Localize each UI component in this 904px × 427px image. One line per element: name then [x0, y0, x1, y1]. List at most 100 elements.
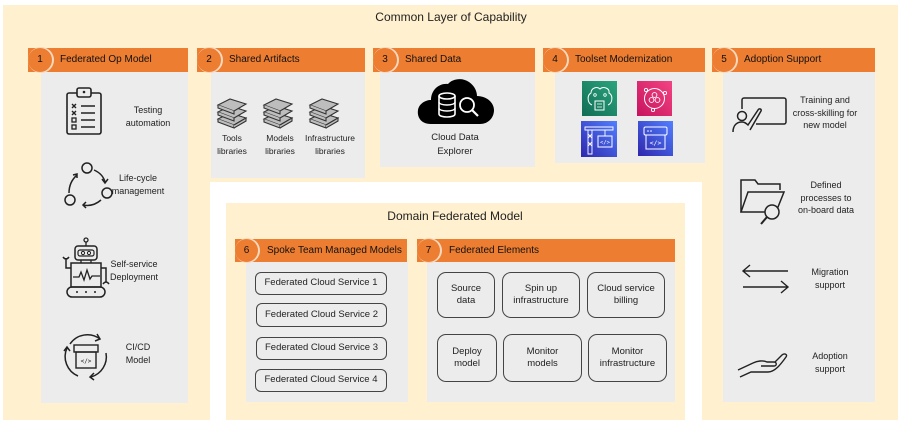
panel-title: Shared Artifacts	[229, 54, 300, 65]
panel-header-adoption-support: 5 Adoption Support	[712, 48, 875, 72]
federated-cloud-service-3: Federated Cloud Service 3	[256, 337, 387, 360]
label-line: Cloud Data	[431, 132, 479, 143]
label-line: libraries	[315, 145, 345, 156]
books-stack-icon	[308, 98, 340, 129]
label-line: Life-cycle	[118, 173, 157, 183]
label-line: libraries	[217, 145, 247, 156]
element-monitor-infrastructure: Monitor infrastructure	[588, 334, 667, 382]
label-line: Self-service	[110, 259, 158, 269]
label-line: Tools	[222, 133, 242, 143]
label-line: management	[111, 185, 165, 196]
label-line: Adoption	[812, 351, 848, 361]
ml-brain-icon	[582, 81, 617, 116]
federated-cloud-service-1: Federated Cloud Service 1	[255, 272, 387, 295]
robot-icon	[62, 237, 110, 298]
svg-text:</>: </>	[650, 139, 662, 147]
books-stack-icon	[216, 98, 248, 129]
ml-network-icon	[637, 81, 672, 116]
item-label: Training and cross-skilling for new mode…	[785, 94, 865, 132]
item-label: CI/CD Model	[112, 341, 164, 366]
presenter-board-icon	[732, 97, 787, 133]
label-line: Deployment	[109, 271, 159, 282]
label-line: libraries	[265, 145, 295, 156]
label-line: infrastructure	[513, 295, 569, 306]
common-layer-title: Common Layer of Capability	[375, 10, 527, 24]
label-line: billing	[613, 295, 639, 306]
label-line: Migration	[811, 267, 849, 277]
label-line: CI/CD	[125, 342, 151, 352]
label-line: Model	[125, 354, 151, 365]
panel-header-spoke-team-models: 6 Spoke Team Managed Models	[235, 239, 407, 262]
label-line: data	[456, 295, 476, 306]
label-line: cross-skilling for	[792, 107, 858, 118]
panel-title: Spoke Team Managed Models	[267, 245, 402, 256]
element-cloud-service-billing: Cloud service billing	[587, 272, 665, 318]
label-line: Cloud service	[597, 282, 655, 294]
item-label: Adoption support	[800, 350, 860, 375]
cloud-database-search-icon	[417, 79, 494, 124]
item-label: Tools libraries	[207, 132, 257, 157]
item-label: Migration support	[800, 266, 860, 291]
panel-header-shared-data: 3 Shared Data	[373, 48, 535, 72]
item-label: Testing automation	[118, 104, 178, 129]
label-line: Infrastructure	[304, 133, 356, 143]
panel-header-toolset-modernization: 4 Toolset Modernization	[543, 48, 705, 72]
label-line: processes to	[800, 192, 852, 203]
label-line: Source	[450, 282, 482, 294]
step-badge: 5	[712, 48, 736, 72]
panel-title: Shared Data	[405, 54, 462, 65]
label-line: Spin up	[524, 282, 558, 294]
label-line: Monitor	[526, 345, 559, 357]
label-line: Deploy	[452, 345, 482, 357]
cicd-cycle-icon: </>	[63, 333, 108, 381]
code-window-icon: </>	[638, 121, 673, 156]
step-badge: 4	[543, 48, 567, 72]
label-line: automation	[125, 117, 171, 128]
folder-search-icon	[739, 179, 786, 225]
step-badge: 2	[197, 48, 221, 72]
panel-header-shared-artifacts: 2 Shared Artifacts	[197, 48, 365, 72]
panel-header-federated-elements: 7 Federated Elements	[417, 239, 675, 262]
label-line: support	[814, 363, 846, 374]
life-cycle-icon	[64, 162, 113, 209]
item-label: Cloud Data Explorer	[415, 131, 495, 159]
panel-title: Toolset Modernization	[575, 54, 673, 65]
panel-title: Adoption Support	[744, 54, 822, 65]
federated-cloud-service-2: Federated Cloud Service 2	[256, 303, 387, 327]
svg-text:</>: </>	[600, 140, 611, 146]
domain-model-title: Domain Federated Model	[387, 209, 523, 223]
label-line: Monitor	[611, 345, 644, 357]
label-line: model	[454, 358, 480, 369]
item-label: Models libraries	[255, 132, 305, 157]
open-hand-icon	[737, 353, 788, 378]
panel-title: Federated Op Model	[60, 54, 152, 65]
code-crane-icon: </>	[581, 121, 617, 157]
label-line: infrastructure	[599, 358, 656, 369]
clipboard-checklist-icon	[66, 87, 102, 135]
label-line: Defined	[810, 180, 842, 190]
panel-toolset-modernization	[555, 72, 705, 163]
item-label: Defined processes to on-board data	[788, 179, 864, 217]
item-label: Life-cycle management	[108, 172, 168, 197]
element-spin-up-infrastructure: Spin up infrastructure	[502, 272, 580, 318]
panel-header-federated-op-model: 1 Federated Op Model	[28, 48, 188, 72]
label-line: new model	[803, 120, 847, 130]
step-badge: 6	[235, 239, 258, 262]
element-source-data: Source data	[437, 272, 495, 318]
panel-adoption-support	[723, 72, 875, 402]
label-line: models	[527, 358, 558, 369]
label-line: Explorer	[437, 146, 473, 157]
label-line: support	[814, 279, 846, 290]
element-monitor-models: Monitor models	[503, 334, 582, 382]
item-label: Self-service Deployment	[103, 258, 165, 283]
step-badge: 1	[28, 48, 52, 72]
label-line: Training and	[800, 95, 850, 105]
swap-arrows-icon	[741, 264, 790, 294]
label-line: Testing	[133, 105, 163, 115]
federated-cloud-service-4: Federated Cloud Service 4	[255, 369, 387, 392]
element-deploy-model: Deploy model	[437, 334, 497, 382]
step-badge: 7	[417, 239, 440, 262]
panel-title: Federated Elements	[449, 245, 540, 256]
books-stack-icon	[262, 98, 294, 129]
item-label: Infrastructure libraries	[298, 132, 362, 157]
